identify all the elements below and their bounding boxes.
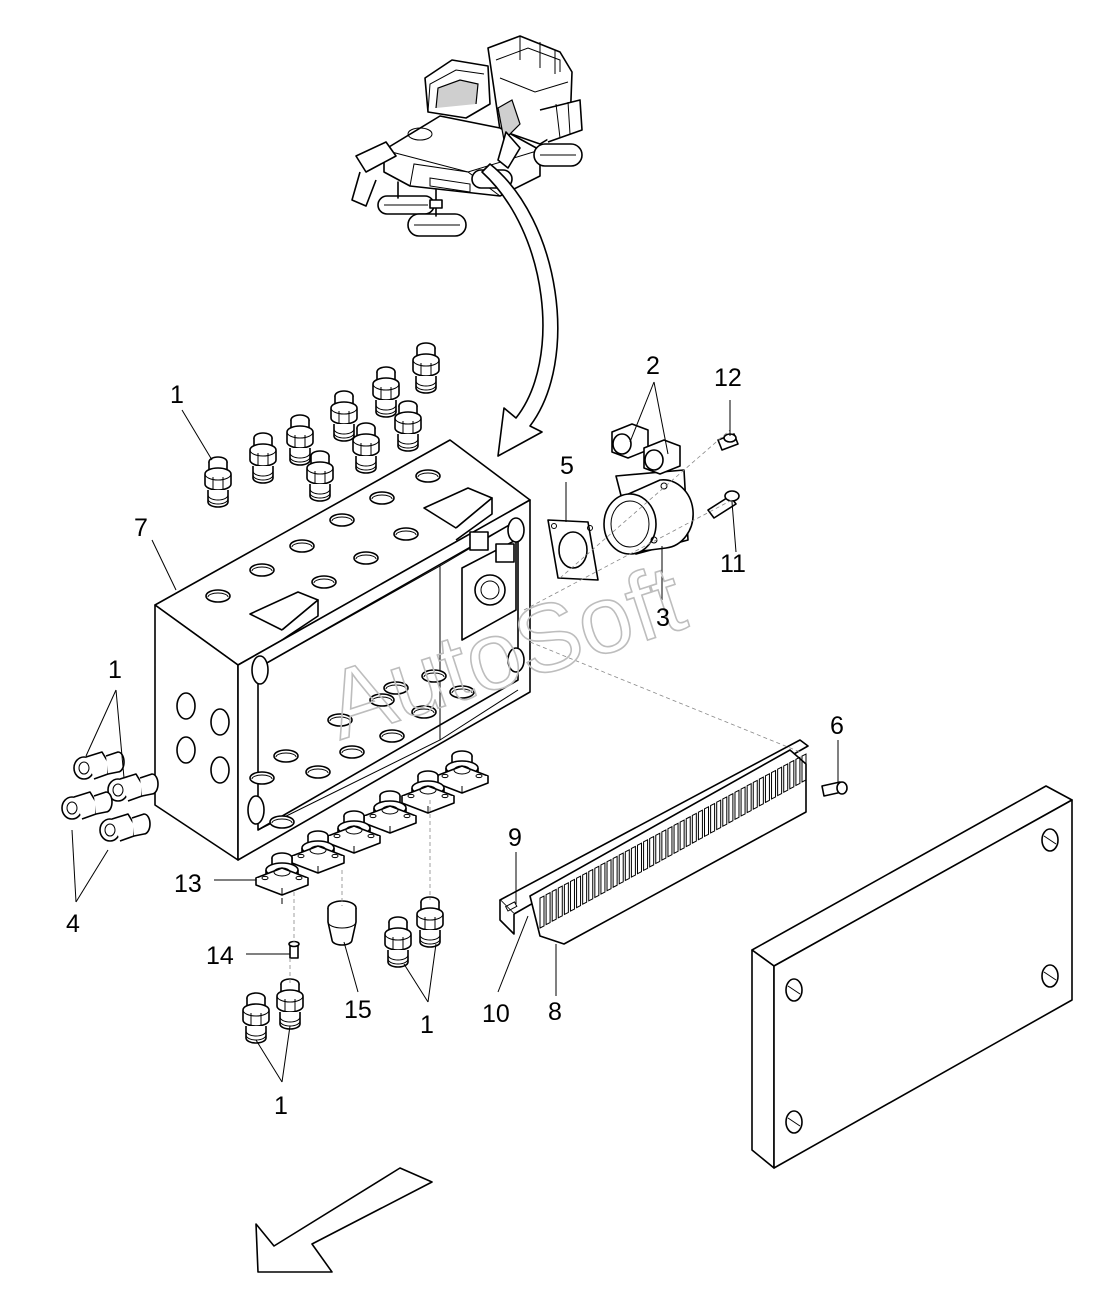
- terminal-fin: [734, 789, 740, 821]
- terminal-fin: [643, 839, 649, 872]
- terminal-fin: [685, 815, 691, 848]
- machine-illustration: [351, 35, 583, 237]
- terminal-fin: [795, 756, 801, 787]
- terminal-fin: [679, 819, 685, 851]
- terminal-fin: [606, 858, 612, 892]
- bolt-12: [717, 433, 739, 451]
- callout-12: 12: [714, 364, 742, 392]
- fittings-2: [611, 423, 681, 475]
- terminal-fin: [728, 792, 734, 824]
- callout-14: 14: [206, 942, 234, 970]
- direction-arrow: [255, 1167, 433, 1273]
- terminal-fin: [710, 802, 716, 834]
- terminal-fin: [569, 878, 575, 912]
- terminal-fin: [722, 796, 728, 827]
- terminal-fin: [673, 822, 679, 855]
- terminal-fin: [704, 806, 710, 838]
- fittings-left-group: [61, 751, 159, 842]
- terminal-fin: [655, 832, 661, 865]
- callout-4: 4: [66, 910, 80, 938]
- callout-13: 13: [174, 870, 202, 898]
- terminal-fin: [740, 786, 746, 817]
- cover-plate: [751, 785, 1073, 1169]
- leader-lines: [71, 381, 839, 1083]
- terminal-fin: [783, 763, 789, 793]
- terminal-fin: [576, 875, 582, 909]
- callout-1-bottom-right: 1: [420, 1011, 434, 1039]
- plug-15: [327, 900, 357, 946]
- screw-14: [288, 940, 300, 959]
- callout-3: 3: [656, 604, 670, 632]
- terminal-fin: [758, 776, 764, 807]
- terminal-fin: [618, 852, 624, 885]
- callout-2: 2: [646, 352, 660, 380]
- terminal-rail: [499, 739, 809, 945]
- callout-9: 9: [508, 824, 522, 852]
- callout-1-left: 1: [108, 656, 122, 684]
- terminal-fin: [600, 862, 606, 895]
- terminal-fin: [582, 872, 588, 906]
- callout-11: 11: [720, 550, 746, 578]
- flange-3: [603, 469, 694, 555]
- terminal-fin: [636, 842, 642, 875]
- terminal-fin: [630, 845, 636, 878]
- terminal-fin: [649, 835, 655, 868]
- terminal-fin: [594, 865, 600, 899]
- locator-arrow: [481, 163, 559, 457]
- terminal-fin: [612, 855, 618, 889]
- callout-1-bottom: 1: [274, 1092, 288, 1120]
- terminal-fin: [789, 759, 795, 790]
- callout-7: 7: [134, 514, 148, 542]
- gasket-5: [547, 519, 599, 581]
- terminal-fin: [746, 782, 752, 814]
- mounting-blocks-group: [255, 750, 489, 904]
- terminal-fin: [624, 848, 630, 882]
- terminal-fin: [545, 891, 551, 926]
- terminal-fin: [588, 868, 594, 902]
- callout-5: 5: [560, 452, 574, 480]
- terminal-fin: [551, 888, 557, 923]
- terminal-fin: [764, 773, 770, 804]
- terminal-fin: [691, 812, 697, 844]
- terminal-fin: [752, 779, 758, 810]
- terminal-fin: [563, 881, 569, 916]
- terminal-fin: [697, 809, 703, 841]
- manifold-box: [154, 439, 531, 861]
- callout-15: 15: [344, 996, 372, 1024]
- terminal-fin: [771, 769, 777, 800]
- terminal-fin: [801, 753, 807, 783]
- terminal-fin: [661, 829, 667, 861]
- terminal-fin: [539, 895, 545, 929]
- terminal-fin: [667, 825, 673, 858]
- callout-1-top: 1: [170, 381, 184, 409]
- bolt-6: [821, 781, 848, 797]
- callout-8: 8: [548, 998, 562, 1026]
- terminal-fin: [777, 766, 783, 797]
- terminal-fin: [557, 885, 563, 919]
- assembly-lines: [289, 429, 801, 986]
- callout-6: 6: [830, 712, 844, 740]
- callout-10: 10: [482, 1000, 510, 1028]
- terminal-fin: [716, 799, 722, 831]
